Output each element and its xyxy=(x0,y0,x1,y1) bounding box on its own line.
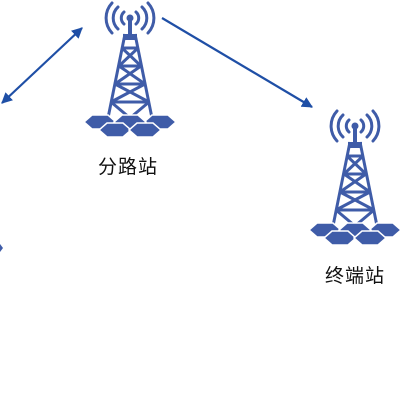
arrow-branch-terminal xyxy=(161,17,313,108)
terminal-station-label: 终端站 xyxy=(325,265,386,287)
terminal-station-radio-tower-icon xyxy=(307,109,403,247)
arrow-left-branch xyxy=(1,27,83,104)
branch-station-label: 分路站 xyxy=(98,156,159,178)
partial-tower-icon xyxy=(0,244,3,252)
branch-station-radio-tower-icon xyxy=(82,1,178,139)
